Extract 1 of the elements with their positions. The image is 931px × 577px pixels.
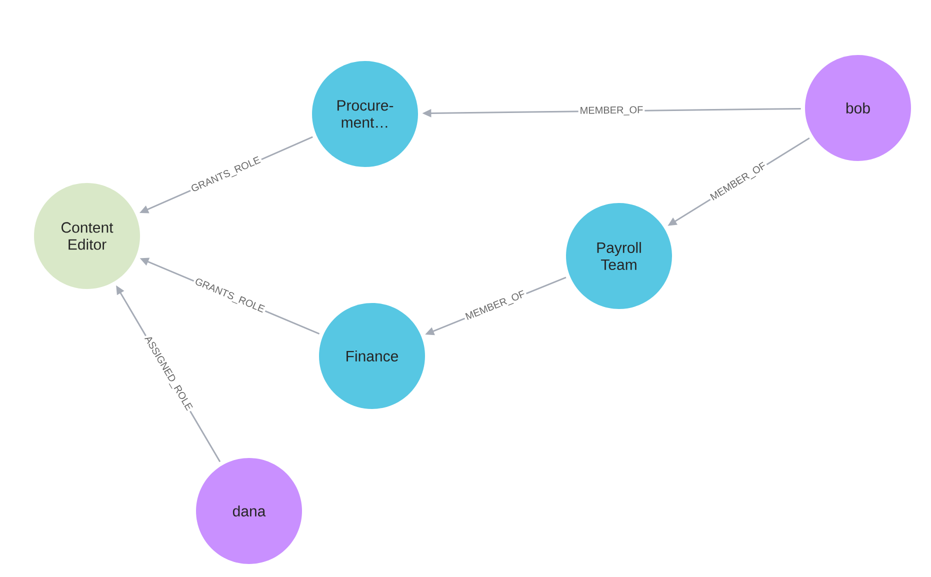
edge-label: MEMBER_OF [578,104,645,118]
